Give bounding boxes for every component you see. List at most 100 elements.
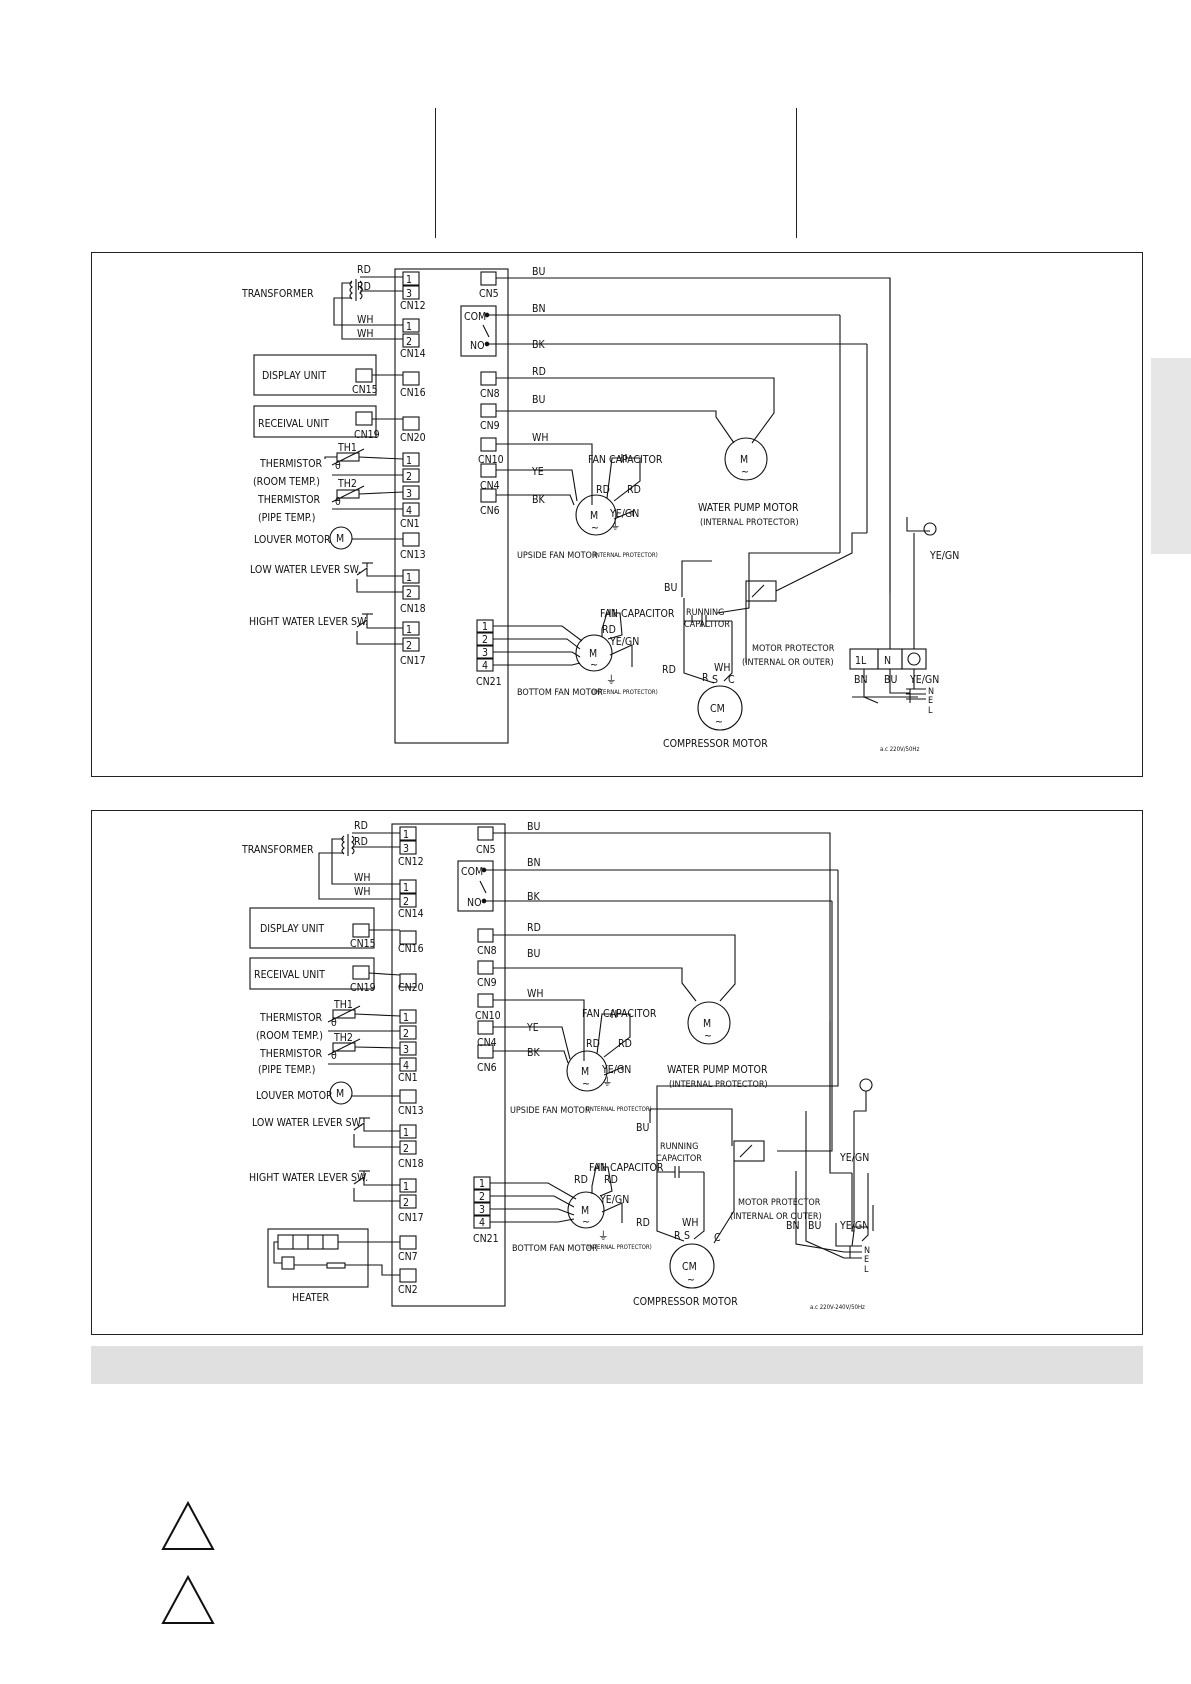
connector-label: CN15 [350,938,376,950]
wire-label: YE/GN [839,1152,869,1164]
receival-unit-label: RECEIVAL UNIT [254,969,325,981]
motor-tilde: ~ [741,466,749,478]
motor-symbol: M [703,1018,711,1030]
display-unit-label: DISPLAY UNIT [260,923,324,935]
compressor-motor-circle [697,685,743,731]
motor-protector-box [745,580,777,602]
connector-label: CN8 [477,945,497,957]
upside-fan-motor-label: UPSIDE FAN MOTOR [517,551,598,561]
compressor-motor-circle [669,1243,715,1289]
pin-label: 3 [482,647,488,659]
wire-label: RD [604,1174,618,1186]
high-water-switch-label: HIGHT WATER LEVER SW. [249,1172,368,1184]
earth-symbol: ⏚ [602,1076,613,1088]
wire-label: BU [884,674,897,686]
internal-protector-note: (INTERNAL PROTECTOR) [586,1106,652,1113]
pin-label: 2 [479,1191,485,1203]
wire-label: BK [527,891,540,903]
theta-symbol: θ [335,496,341,508]
connector-label: CN19 [350,982,376,994]
pin-label: 2 [403,896,409,908]
connector-label: CN18 [398,1158,424,1170]
low-water-switch-label: LOW WATER LEVER SW. [250,564,361,576]
connector-label: CN16 [398,943,424,955]
pcb-board [391,823,506,1307]
connector-label: CN5 [479,288,499,300]
wire-label: WH [354,886,370,898]
pin-label: 4 [406,505,412,517]
connector-label: CN17 [400,655,426,667]
fan-capacitor-label: FAN CAPACITOR [582,1008,657,1020]
pin-label: 2 [403,1143,409,1155]
thermistor-id: TH2 [337,478,357,490]
water-pump-protector-label: (INTERNAL PROTECTOR) [669,1080,768,1090]
terminal-l-out: L [864,1265,869,1275]
connector-label: CN9 [477,977,497,989]
pin-label: 2 [406,471,412,483]
pcb-board [394,268,509,744]
terminal-n-out: N [864,1246,870,1256]
motor-symbol: M [581,1205,589,1217]
wire-label: YE/GN [609,508,639,520]
motor-tilde: ~ [687,1274,695,1286]
pin-label: 2 [403,1197,409,1209]
pin-label: 1 [403,829,409,841]
receival-unit-label: RECEIVAL UNIT [258,418,329,430]
connector-label: CN19 [354,429,380,441]
motor-symbol: M [589,648,597,660]
motor-tilde: ~ [704,1030,712,1042]
motor-tilde: ~ [715,716,723,728]
receival-unit-box [253,405,377,438]
compressor-r-label: R [674,1230,681,1242]
pcb-right-pins [457,826,494,1229]
heater-symbol [267,1228,400,1288]
connector-label: CN16 [400,387,426,399]
compressor-s-label: S [684,1230,690,1242]
compressor-motor-label: COMPRESSOR MOTOR [663,738,768,750]
motor-symbol: M [336,533,344,545]
pin-label: 1 [406,321,412,333]
wiring-diagram-2: RD RD TRANSFORMER WH WH 1 3 CN12 1 2 CN1… [91,810,1143,1335]
connector-label: CN14 [400,348,426,360]
pin-label: 3 [406,488,412,500]
terminal-block [849,278,937,704]
terminal-n-out: N [928,687,934,697]
thermistor-label: THERMISTOR [259,1048,323,1060]
wire-label: BK [532,339,545,351]
relay-switch [479,867,838,904]
transformer-symbol [333,276,403,340]
connector-label: CN4 [477,1037,497,1049]
wire-label: RD [574,1174,588,1186]
connector-label: CN12 [400,300,426,312]
connector-label: CN7 [398,1251,418,1263]
earth-symbol: ⏚ [610,520,621,532]
motor-symbol: M [740,454,748,466]
thermistor-label: THERMISTOR [257,494,321,506]
relay-switch [482,312,867,347]
wire-label: BU [527,821,540,833]
wire-label: RD [527,922,541,934]
wire-label: BK [527,1047,540,1059]
thermistor-label: THERMISTOR [259,458,323,470]
wire-label: BN [532,303,546,315]
pin-label: 4 [482,660,488,672]
compressor-s-label: S [712,674,718,686]
terminal-n: N [884,655,891,667]
wire-label: YE/GN [601,1064,631,1076]
room-temp-label: (ROOM TEMP.) [253,476,320,488]
display-unit-label: DISPLAY UNIT [262,370,326,382]
high-water-switch-label: HIGHT WATER LEVER SW. [249,616,368,628]
motor-symbol: CM [682,1261,697,1273]
theta-symbol: θ [331,1050,337,1062]
terminal-block [795,1021,874,1259]
wire-label: RD [662,664,676,676]
wire-label: YE/GN [929,550,959,562]
pipe-temp-label: (PIPE TEMP.) [258,512,315,524]
wire-label: RD [627,484,641,496]
wire-label: WH [532,432,548,444]
wire-label: WH [357,328,373,340]
wire-label: RD [354,836,368,848]
wire-label: BN [854,674,868,686]
upside-fan-motor-circle [575,494,617,536]
terminal-e-out: E [928,696,933,706]
